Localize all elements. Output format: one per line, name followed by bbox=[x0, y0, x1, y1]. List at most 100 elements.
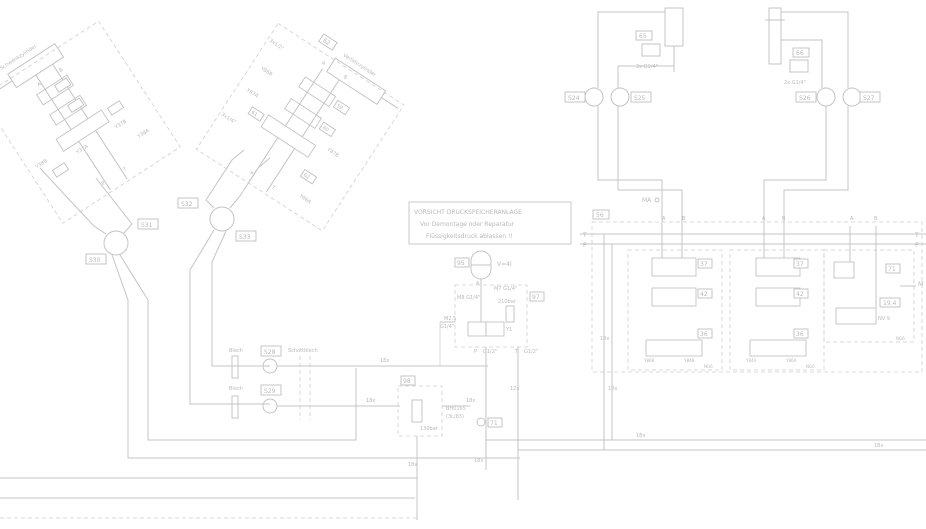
line-label-7: 12x bbox=[608, 386, 617, 392]
right-top-code-2: 2x G1/4" bbox=[784, 80, 806, 86]
mid-module-port-t: T bbox=[269, 184, 276, 192]
main-lines: 18x 18x 18x 18x 18x 18x 12x 12x 18x 18x bbox=[366, 322, 926, 468]
left-module-code-1: Y38B bbox=[34, 158, 49, 171]
unit-98-label-1: BH0165 bbox=[446, 406, 466, 412]
manifold-m: M bbox=[918, 281, 923, 288]
manometer-group: S28 S29 Blech Schottblech Blech bbox=[229, 345, 488, 420]
stack-3-top: 71 bbox=[888, 266, 896, 273]
mid-module-port-p: P bbox=[248, 171, 254, 178]
mid-module-valve-4: 62 bbox=[302, 172, 311, 181]
left-module-code-3: Y37B bbox=[113, 118, 128, 131]
mid-valve-module: 62 59 60 61 62 Y86B Y87A Y87B Y86A Verfa… bbox=[195, 22, 405, 232]
unit-97-label-t: T bbox=[514, 349, 519, 355]
line-label-4: 18x bbox=[636, 433, 645, 439]
manifold-port-a-1: A bbox=[662, 216, 666, 222]
manifold-port-b-3: B bbox=[874, 216, 878, 222]
unit-97-label-2: 210bar bbox=[498, 299, 517, 305]
right-top-tag-66: 66 bbox=[796, 50, 804, 57]
stack-3-mid: 19.4 bbox=[883, 300, 897, 307]
coupling-s30: S30 bbox=[89, 257, 101, 264]
stack-3-code-ng: NG6 bbox=[896, 336, 905, 341]
right-top-tag-65: 65 bbox=[639, 33, 647, 40]
manifold-port-t-left: T bbox=[582, 232, 587, 239]
mid-module-valve-1: 59 bbox=[335, 103, 344, 112]
mid-module-pressure-2: 3x1/4" bbox=[220, 112, 237, 126]
stack-2-low: 36 bbox=[796, 331, 804, 338]
manometer-label-3: Blech bbox=[229, 386, 243, 392]
right-top-tag-s26: S26 bbox=[799, 95, 811, 102]
unit-97-label-7: G1/2" bbox=[524, 349, 538, 355]
unit-97-label-p: P bbox=[474, 349, 477, 355]
manifold-port-p-right: P bbox=[915, 242, 919, 249]
stack-1-top: 37 bbox=[700, 261, 708, 268]
mid-module-port-b: B bbox=[342, 74, 349, 81]
left-couplings: S31 S30 S32 S33 bbox=[39, 149, 520, 459]
unit-97-label-6: G1/2" bbox=[483, 349, 497, 355]
right-top-tag-s25: S25 bbox=[634, 95, 646, 102]
manifold-port-t-right: T bbox=[914, 232, 919, 239]
manifold-port-b-1: B bbox=[682, 216, 686, 222]
stack-2-code-1: Y84A bbox=[745, 358, 757, 363]
accumulator: 95 V=4l bbox=[454, 250, 512, 322]
accumulator-tag: 95 bbox=[457, 260, 465, 267]
stack-2-top: 37 bbox=[796, 261, 804, 268]
line-label-6: 18x bbox=[600, 336, 609, 342]
manometer-s28: S28 bbox=[264, 349, 276, 356]
manifold-port-b-2: B bbox=[782, 216, 786, 222]
left-module-port-t: T bbox=[121, 166, 128, 174]
mid-module-port-a: A bbox=[320, 60, 327, 67]
warning-line-2: Vor Demontage oder Reparatur bbox=[420, 221, 515, 228]
warning-line-3: Flüssigkeitsdruck ablassen !! bbox=[426, 233, 513, 240]
left-module-port-p: P bbox=[101, 180, 107, 187]
line-label-3: 18x bbox=[466, 398, 475, 404]
right-top-tag-s27: S27 bbox=[863, 95, 875, 102]
stack-2-code-2: Y86A bbox=[785, 358, 797, 363]
manometer-label-1: Blech bbox=[229, 348, 243, 354]
unit-97-label-a: A bbox=[476, 281, 480, 287]
manifold-port-a-2: A bbox=[762, 216, 766, 222]
manometer-label-2: Schottblech bbox=[288, 348, 318, 354]
line-label-1: 18x bbox=[380, 358, 389, 364]
accumulator-volume: V=4l bbox=[497, 261, 512, 268]
valve-unit-97: 97 M7 G1/4" 210bar M8 G1/4" M2.5 G1/4" G… bbox=[440, 281, 545, 500]
left-module-port-a: A bbox=[36, 81, 43, 88]
left-module-code-4: Y38A bbox=[136, 127, 151, 140]
stack-1-mid: 42 bbox=[700, 291, 708, 298]
manifold-port-p-left: P bbox=[583, 242, 587, 249]
coupling-s32: S32 bbox=[181, 201, 193, 208]
stack-1-code-ng: NG6 bbox=[704, 364, 713, 369]
line-label-10: 18x bbox=[474, 458, 483, 464]
mid-module-code-4: Y86A bbox=[297, 193, 312, 206]
manifold-ma: MA bbox=[642, 197, 652, 204]
warning-panel: VORSICHT DRUCKSPEICHERANLAGE Vor Demonta… bbox=[408, 201, 572, 245]
mid-module-pressure-1: 3x1/2" bbox=[268, 38, 285, 52]
right-top-code-1: 2x G1/4" bbox=[636, 64, 658, 70]
coupling-s33: S33 bbox=[239, 234, 251, 241]
unit-97-tag: 97 bbox=[532, 294, 540, 301]
coupling-s31: S31 bbox=[141, 222, 153, 229]
stack-1-low: 36 bbox=[700, 331, 708, 338]
unit-98-label-3: 130bar bbox=[420, 426, 439, 432]
unit-97-label-5: G1/4" bbox=[440, 324, 454, 330]
stack-1-code-2: Y84B bbox=[683, 358, 695, 363]
unit-97-label-y1: Y1 bbox=[505, 327, 512, 333]
warning-line-1: VORSICHT DRUCKSPEICHERANLAGE bbox=[414, 209, 522, 216]
line-label-8: 12x bbox=[510, 386, 519, 392]
line-label-9: 18x bbox=[408, 462, 417, 468]
unit-98-tag2: 71 bbox=[490, 420, 498, 427]
manifold-port-a-3: A bbox=[850, 216, 854, 222]
mid-module-code-1: Y86B bbox=[258, 65, 273, 78]
unit-97-label-1: M7 G1/4" bbox=[494, 286, 517, 292]
stack-3-code-1: NV 9 bbox=[878, 316, 890, 322]
line-label-2: 18x bbox=[366, 398, 375, 404]
right-top-cylinders: 65 66 2x G1/4" 2x G1/4" S24 S25 S26 S27 bbox=[564, 7, 881, 228]
mid-module-code-2: Y87A bbox=[244, 87, 259, 100]
mid-module-valve-2: 60 bbox=[321, 125, 330, 134]
manometer-s29: S29 bbox=[264, 388, 276, 395]
stack-2-mid: 42 bbox=[796, 291, 804, 298]
left-module-port-b: B bbox=[58, 67, 65, 74]
unit-97-label-4: M2.5 bbox=[444, 316, 456, 322]
right-top-tag-s24: S24 bbox=[568, 95, 580, 102]
mid-module-code-3: Y87B bbox=[325, 146, 340, 159]
manifold-tag: 56 bbox=[596, 212, 604, 219]
